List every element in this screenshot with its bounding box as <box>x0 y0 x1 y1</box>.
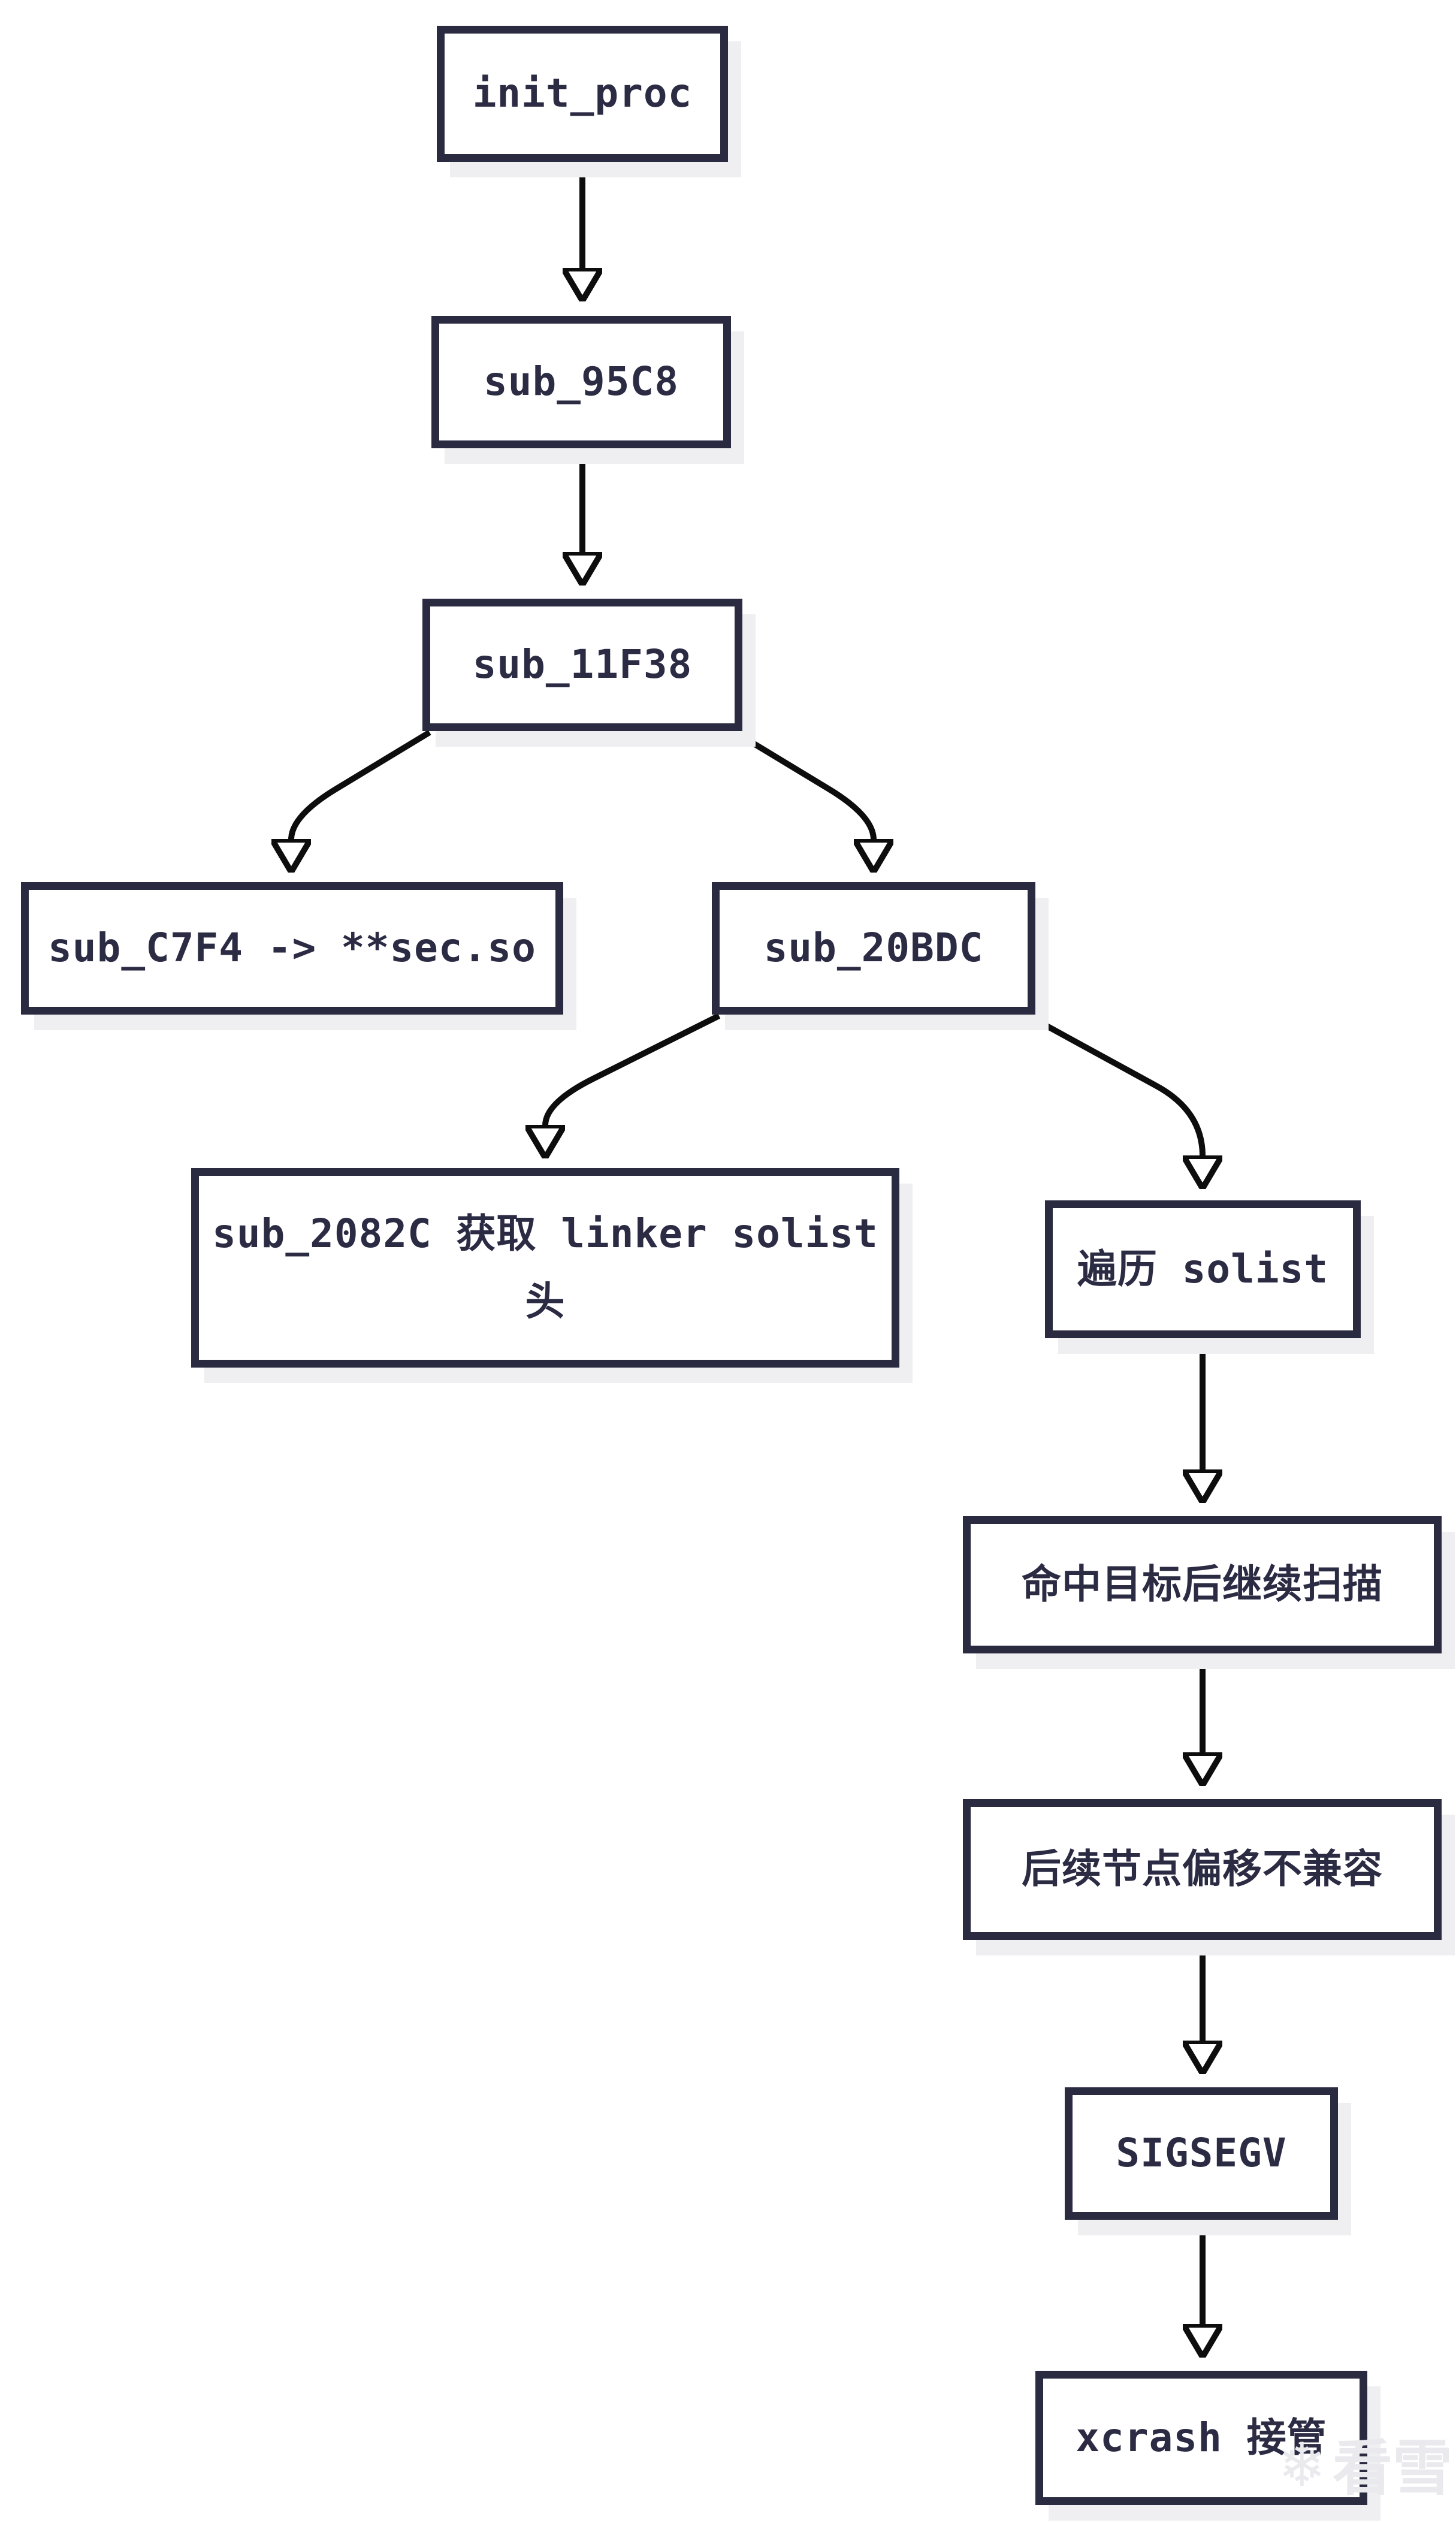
edge-sub20bdc-sub2082c <box>545 1013 721 1125</box>
node-init-proc: init_proc <box>437 26 728 162</box>
edge-sub11f38-subc7f4 <box>291 729 431 840</box>
edge-sub20bdc-traverse <box>1026 1013 1203 1156</box>
watermark: ❄ 看雪 <box>1282 2419 1452 2506</box>
node-xcrash-takeover: xcrash 接管 <box>1035 2371 1367 2505</box>
node-traverse-solist: 遍历 solist <box>1045 1200 1361 1338</box>
node-sub-20bdc: sub_20BDC <box>712 882 1035 1015</box>
node-hit-target-continue: 命中目标后继续扫描 <box>963 1516 1442 1653</box>
node-sub-11f38: sub_11F38 <box>422 599 742 731</box>
node-sub-2082c: sub_2082C 获取 linker solist 头 <box>191 1168 899 1368</box>
watermark-text: 看雪 <box>1333 2433 1452 2503</box>
node-sub-95c8: sub_95C8 <box>431 316 731 448</box>
node-sub-c7f4: sub_C7F4 -> **sec.so <box>21 882 563 1015</box>
edge-sub11f38-sub20bdc <box>733 729 874 840</box>
snowflake-icon: ❄ <box>1282 2424 1322 2501</box>
node-sigsegv: SIGSEGV <box>1065 2087 1338 2220</box>
node-offset-incompatible: 后续节点偏移不兼容 <box>963 1799 1442 1940</box>
